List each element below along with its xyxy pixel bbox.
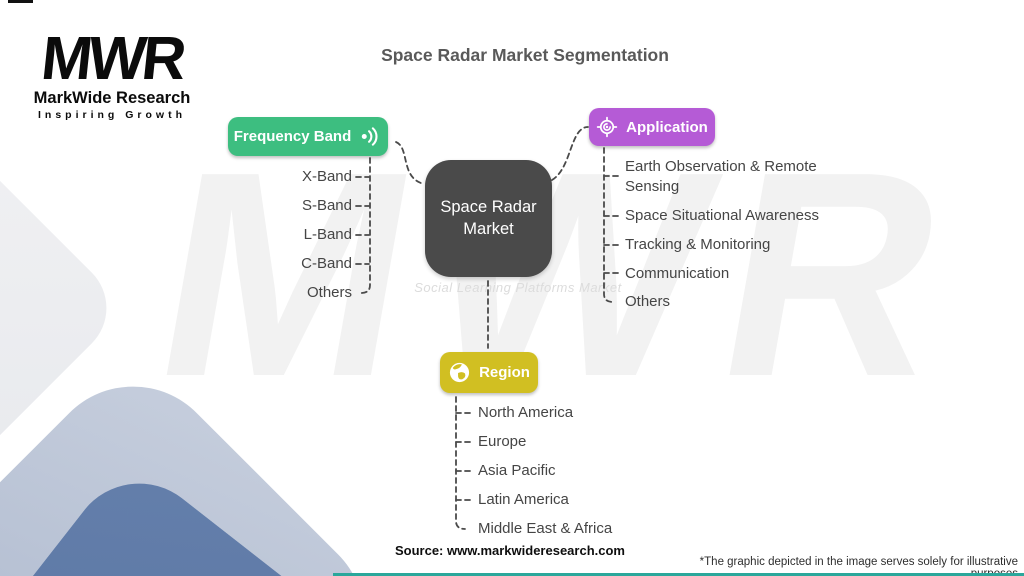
- list-item: Tracking & Monitoring: [625, 236, 771, 253]
- logo-tagline: Inspiring Growth: [38, 109, 186, 122]
- logo-name: MarkWide Research: [33, 89, 191, 108]
- list-item: Middle East & Africa: [478, 520, 613, 537]
- list-item: Space Situational Awareness: [625, 207, 820, 224]
- signal-icon: [362, 127, 378, 146]
- globe-icon: [449, 362, 470, 383]
- list-item: X-Band: [301, 168, 352, 185]
- disclaimer-text: *The graphic depicted in the image serve…: [699, 556, 1018, 576]
- list-item: Europe: [478, 433, 527, 450]
- region-label: Region: [479, 364, 530, 381]
- list-item: Others: [306, 284, 352, 301]
- top-edge-bar: [8, 0, 33, 3]
- watermark-caption: Social Learning Platforms Market: [414, 280, 622, 295]
- page-title: Space Radar Market Segmentation: [381, 45, 669, 65]
- list-item: Communication: [625, 265, 730, 282]
- central-node-label: Space Radar Market: [440, 198, 537, 238]
- list-item: L-Band: [303, 226, 352, 243]
- branch-application: Application: [589, 108, 715, 146]
- list-item: Others: [625, 293, 671, 310]
- list-item: S-Band: [301, 197, 352, 214]
- list-item: North America: [478, 404, 574, 421]
- list-item: C-Band: [301, 255, 352, 272]
- branch-frequency-band: Frequency Band: [228, 117, 388, 156]
- list-item: Earth Observation & Remote Sensing: [625, 158, 817, 195]
- target-icon: [596, 116, 618, 138]
- list-item: Latin America: [478, 491, 569, 508]
- branch-region: Region: [440, 352, 538, 393]
- frequency-band-label: Frequency Band: [233, 128, 352, 145]
- list-item: Asia Pacific: [478, 462, 556, 479]
- application-label: Application: [626, 118, 708, 136]
- source-text: Source: www.markwideresearch.com: [394, 543, 625, 558]
- bottom-teal-bar: [333, 573, 1024, 576]
- markwide-logo: MWR MarkWide Research Inspiring Growth: [28, 24, 196, 122]
- central-node: Space Radar Market: [425, 160, 552, 277]
